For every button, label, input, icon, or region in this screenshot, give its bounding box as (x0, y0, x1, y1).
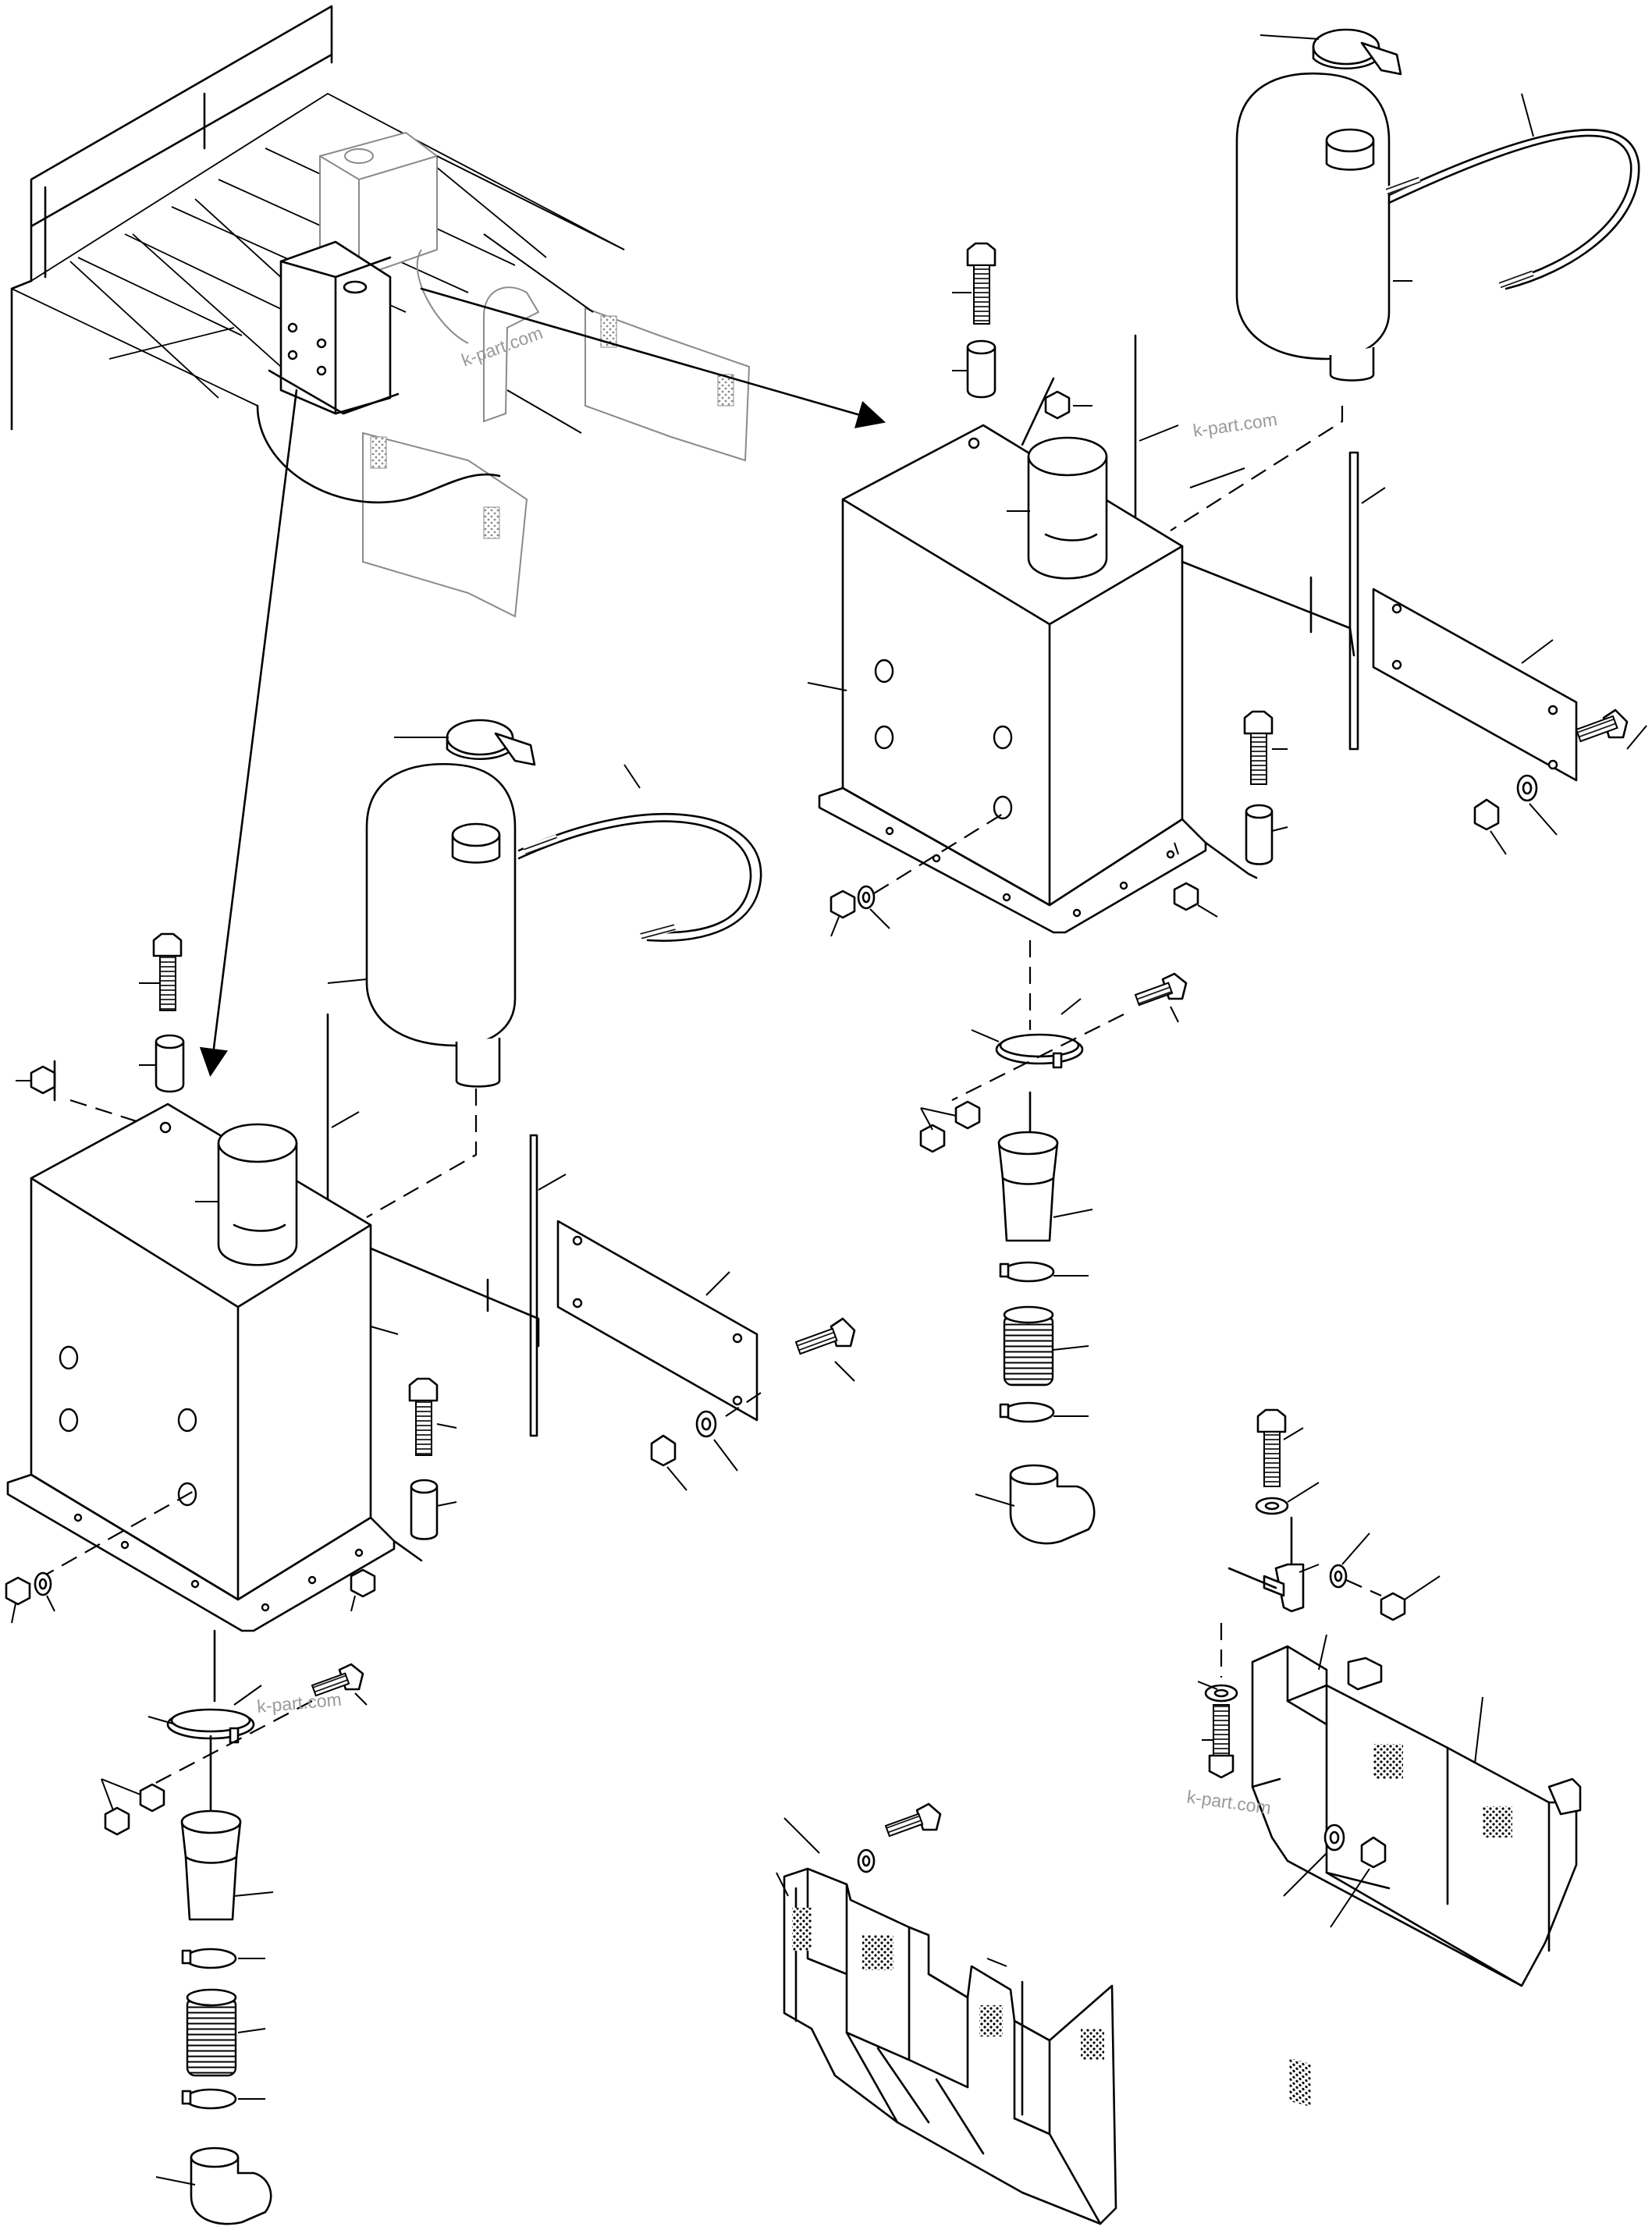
muffler-icon (1235, 73, 1412, 382)
cap-icon (1259, 28, 1402, 76)
overview-guard-icon (256, 307, 751, 618)
background-tank-icon (319, 131, 438, 279)
plate-body-icon (776, 1867, 1117, 2225)
lower-tank-icon (6, 1103, 540, 1632)
watermark-3: k-part.com (256, 1689, 342, 1717)
guard-plate (776, 1802, 1117, 2225)
flex-pipe-icon (1003, 1305, 1089, 1387)
side-panel-icon (1348, 451, 1578, 782)
guard-fastener-icon (1283, 1823, 1387, 1928)
arrow-to-lower-assembly (199, 389, 298, 1078)
adapter-pipe-2-icon (180, 1809, 274, 1921)
hose-clamp-2-icon (999, 1401, 1089, 1423)
flex-pipe-2-icon (186, 1988, 266, 2077)
tank-bolt-icon (1204, 710, 1288, 879)
guard-box-icon (1251, 1634, 1582, 2107)
elbow-pipe-icon (975, 1464, 1096, 1545)
muffler-2-icon (327, 763, 517, 1088)
side-panel-2-icon (529, 1134, 758, 1437)
overview-tank-icon (268, 240, 400, 415)
machine-deck-overview: k-part.com (10, 5, 886, 1078)
panel-fastener-icon (1473, 708, 1647, 855)
hose-clamp-4-icon (181, 2088, 265, 2110)
adapter-pipe-icon (997, 1131, 1093, 1242)
base-nut-icon (830, 811, 1218, 937)
upper-tank-icon (807, 424, 1355, 934)
hose-clamp-icon (999, 1261, 1089, 1283)
elbow-pipe-2-icon (155, 2147, 272, 2225)
spacer-icon (952, 339, 997, 399)
hose-icon (1385, 93, 1640, 290)
bolt-2-icon (139, 932, 183, 1011)
cap-2-icon (394, 719, 536, 766)
clamp-bolt-2-icon (101, 1663, 368, 1836)
clamp-bolt-icon (919, 972, 1188, 1153)
panel-fastener-2-icon (650, 1317, 856, 1491)
plate-bolt-icon (783, 1802, 942, 1873)
watermark-2: k-part.com (1192, 409, 1278, 441)
bolt-icon (952, 242, 997, 325)
nut-icon (1021, 377, 1092, 446)
deck-grid-icon (11, 92, 625, 407)
guard-bracket-assembly: k-part.com (1185, 1408, 1582, 2107)
band-clamp-2-icon (147, 1685, 262, 1744)
arrow-to-upper-assembly (420, 287, 886, 428)
bracket-lower-bolt-icon (1197, 1623, 1238, 1779)
overview-exhaust-pipe-icon (416, 249, 540, 423)
tank-assembly-lower-left: k-part.com (5, 719, 856, 2225)
base-nut-2-icon (5, 1568, 376, 1624)
spacer-2-icon (139, 1034, 185, 1093)
tank-bolt-2-icon (393, 1377, 457, 1562)
hose-2-icon (517, 764, 762, 942)
tank-assembly-upper-right: k-part.com (807, 28, 1647, 1545)
band-clamp-icon (971, 998, 1084, 1069)
nut-2-icon (16, 1060, 157, 1129)
connection-line-3 (366, 1088, 478, 1218)
bracket-bolt-icon (1255, 1408, 1320, 1515)
hose-clamp-3-icon (181, 1948, 265, 1969)
bracket-icon (1227, 1516, 1441, 1621)
connection-line (1170, 406, 1344, 531)
